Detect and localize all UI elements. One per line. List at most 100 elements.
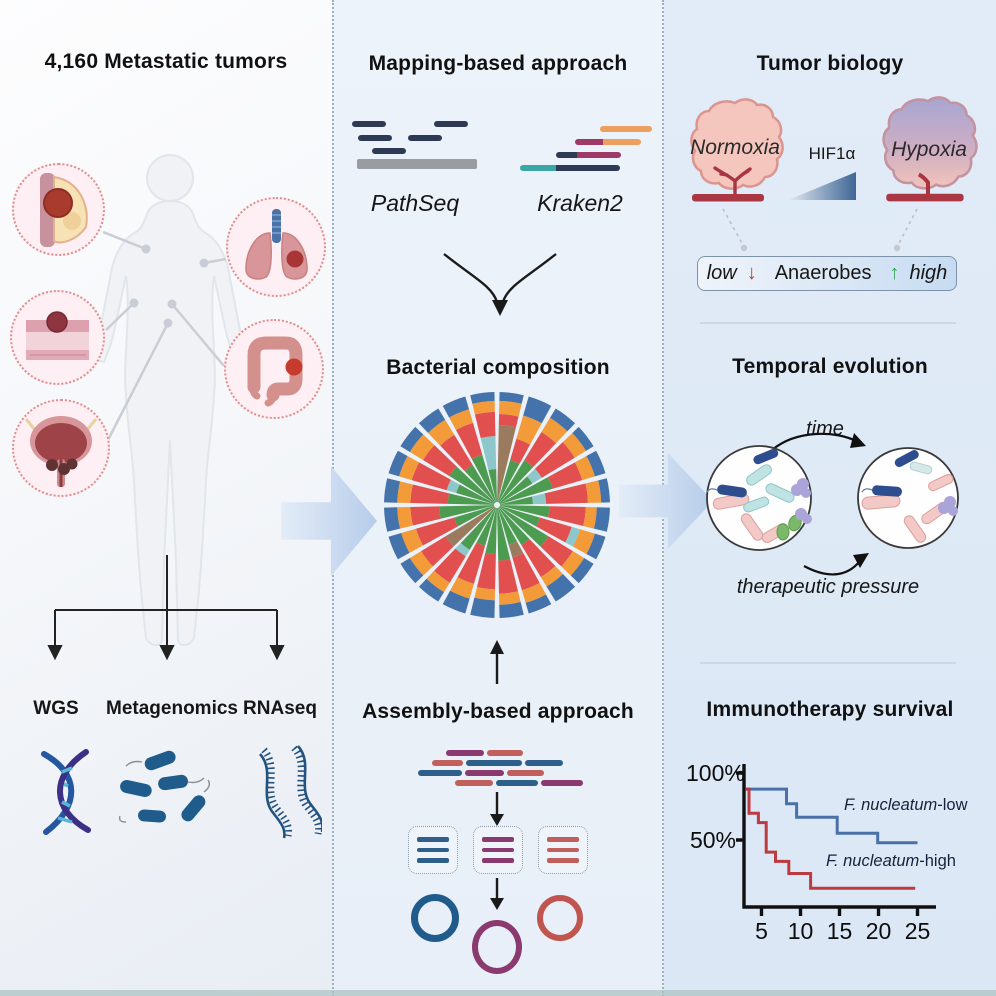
kraken-label: Kraken2	[537, 190, 623, 216]
down-arrow-icon: ↓	[746, 262, 757, 284]
wheel-segment	[586, 450, 606, 477]
survival-title: Immunotherapy survival	[706, 698, 954, 721]
wheel-segment	[418, 408, 446, 433]
wheel-segment	[450, 577, 474, 599]
genome-circle-blue	[411, 894, 459, 942]
evolution-title: Temporal evolution	[732, 355, 928, 378]
wheel-segment	[498, 559, 519, 594]
wheel-segment	[464, 464, 496, 503]
wheel-segment	[455, 542, 470, 557]
wheel-segment	[531, 493, 547, 505]
wheel-segment	[460, 507, 496, 550]
left-title: 4,160 Metastatic tumors	[44, 50, 288, 73]
wheel-segment	[541, 417, 568, 444]
wheel-segment	[410, 484, 450, 504]
seq-branch-arrows	[47, 555, 285, 661]
anaerobes-box: low ↓ Anaerobes ↑ high	[697, 256, 957, 291]
wheel-segment	[499, 496, 533, 505]
wheel-segment	[439, 505, 495, 519]
normoxia-tumor-graphic	[690, 98, 784, 202]
wheel-segment	[388, 450, 408, 477]
wheel-segment	[521, 538, 556, 578]
breast-organ-circle	[12, 163, 105, 256]
assembly-title: Assembly-based approach	[362, 700, 634, 723]
wheel-segment	[409, 551, 433, 576]
xtick-10: 10	[787, 918, 814, 944]
wheel-segment	[572, 529, 595, 554]
wheel-segment	[499, 601, 524, 618]
bin-box-purple	[473, 826, 523, 874]
hypoxia-label: Hypoxia	[891, 138, 967, 161]
wheel-segment	[525, 594, 552, 614]
hif1a-gradient-triangle	[788, 172, 856, 200]
wheel-segment	[447, 493, 495, 505]
wheel-segment	[446, 479, 460, 494]
bladder-icon	[24, 416, 98, 487]
wheel-segment	[561, 551, 585, 576]
bins-to-genomes-arrow	[490, 878, 504, 910]
bin-box-red	[538, 826, 588, 874]
wheel-segment	[399, 456, 420, 481]
wheel-segment	[512, 552, 540, 591]
metagenomics-label: Metagenomics	[106, 698, 238, 719]
wheel-segment	[400, 426, 424, 453]
rnaseq-label: RNAseq	[243, 698, 317, 719]
wheel-segment	[471, 454, 497, 503]
ytick-100: 100%	[686, 760, 745, 786]
wheel-segment	[497, 507, 517, 545]
wheel-segment	[516, 415, 542, 445]
wheel-segment	[534, 442, 575, 478]
wheel-segment	[540, 566, 563, 587]
km-curve	[745, 787, 918, 845]
wheel-segment	[428, 419, 455, 446]
wheel-segment	[409, 434, 435, 461]
legend-fn-low: F. nucleatum-low	[844, 796, 968, 814]
skin-icon	[26, 311, 89, 360]
wheel-segment	[449, 466, 495, 504]
wheel-segment	[536, 517, 572, 543]
wheel-segment	[547, 462, 583, 489]
microbiome-before-circle	[706, 445, 812, 551]
rna-icon	[258, 745, 322, 839]
genome-circle-purple	[472, 920, 522, 974]
wheel-segment	[470, 597, 495, 618]
evolution-arrows	[771, 432, 869, 576]
wheel-segment	[384, 478, 401, 503]
microbiome-after-circle	[857, 447, 959, 549]
wheel-segment	[583, 507, 597, 529]
pathseq-reference-bar	[357, 159, 477, 169]
wheel-segment	[499, 506, 549, 547]
colon-icon	[247, 336, 303, 407]
wheel-segment	[524, 431, 557, 468]
bin-box-blue	[408, 826, 458, 874]
hypoxia-tumor-graphic	[882, 96, 978, 202]
wheel-segment	[521, 582, 546, 603]
lung-organ-circle	[226, 197, 326, 297]
wheel-segment	[445, 506, 495, 547]
wheel-segment	[510, 438, 531, 464]
wheel-segment	[410, 506, 441, 526]
figure-bottom-edge	[0, 990, 996, 996]
wheel-segment	[498, 414, 519, 428]
body-head	[146, 154, 194, 202]
wheel-segment	[499, 476, 533, 504]
wheel-segment	[455, 422, 483, 459]
anaerobes-connectors	[722, 208, 918, 252]
up-arrow-icon: ↑	[889, 262, 900, 284]
xtick-5: 5	[755, 918, 768, 944]
wheel-segment	[401, 528, 423, 553]
wheel-segment	[499, 477, 553, 505]
anaerobes-label: Anaerobes	[774, 262, 872, 284]
wheel-segment	[546, 573, 576, 602]
skin-organ-circle	[10, 290, 105, 385]
wheel-segment	[598, 478, 610, 503]
wheel-segment	[523, 396, 552, 424]
section-divider-1	[700, 322, 956, 324]
wheel-segment	[423, 445, 457, 477]
wheel-segment	[548, 506, 586, 527]
wheel-segment	[540, 536, 573, 567]
breast-icon	[40, 173, 88, 247]
merge-arrow	[443, 253, 557, 316]
wheel-segment	[400, 557, 424, 584]
